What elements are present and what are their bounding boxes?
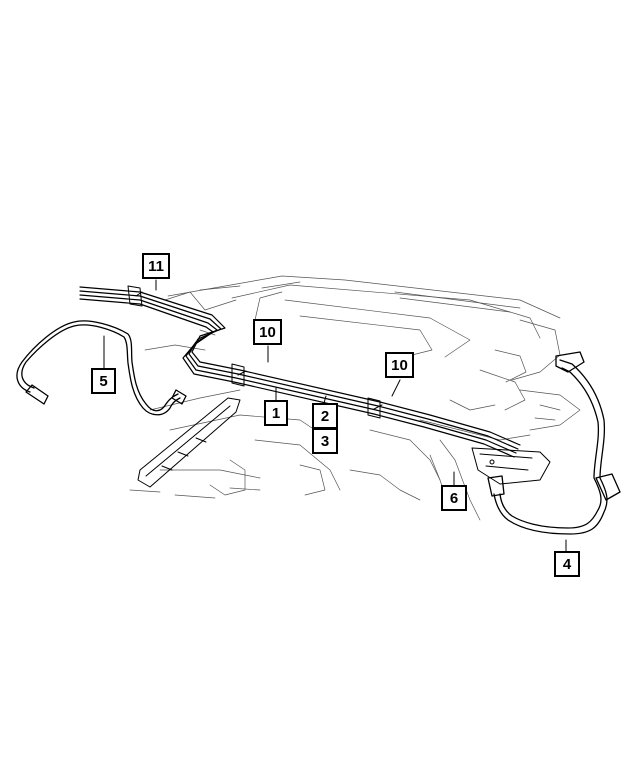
callout-6[interactable]: 6 — [441, 485, 467, 511]
rear-bracket — [471, 447, 551, 485]
hose-5 — [16, 320, 187, 416]
callout-10-left[interactable]: 10 — [253, 319, 282, 345]
leader-lines — [103, 279, 567, 555]
clip-11 — [127, 285, 143, 307]
callout-1[interactable]: 1 — [264, 400, 288, 426]
fuel-line-bundle — [79, 286, 521, 458]
line-clips — [127, 285, 383, 419]
callout-2[interactable]: 2 — [312, 403, 338, 429]
frame-rail — [137, 397, 241, 488]
underbody-outline — [129, 275, 581, 521]
clip-10-left — [231, 363, 245, 387]
callout-10-right[interactable]: 10 — [385, 352, 414, 378]
callout-3[interactable]: 3 — [312, 428, 338, 454]
clip-10-right — [367, 397, 381, 419]
callout-4[interactable]: 4 — [554, 551, 580, 577]
hose-4 — [487, 351, 621, 535]
callout-5[interactable]: 5 — [91, 368, 116, 394]
callout-11[interactable]: 11 — [142, 253, 170, 279]
